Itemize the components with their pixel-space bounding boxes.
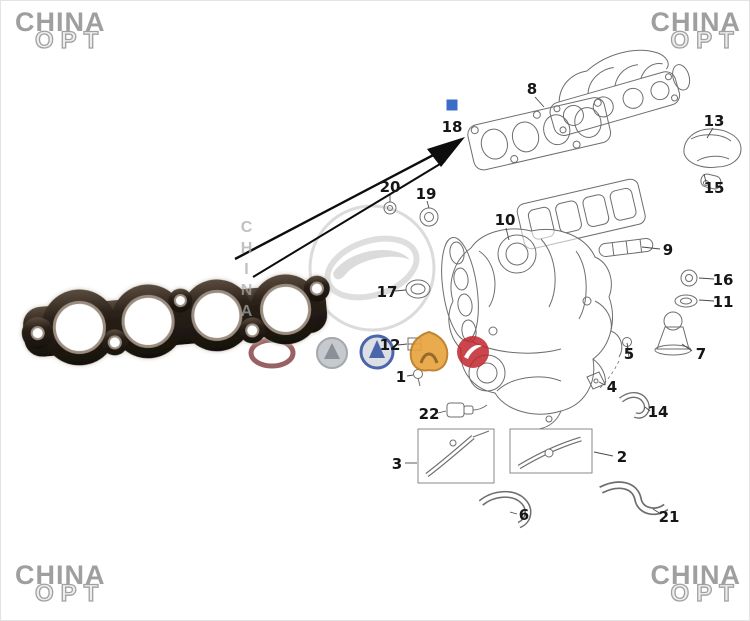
- bolt-5-drawing: [622, 337, 632, 358]
- washer-drawing: [680, 269, 698, 287]
- gasket-photo: [21, 274, 330, 366]
- watermark-vertical: CHINA: [238, 219, 255, 324]
- highlight-marker-part-18: [446, 99, 458, 111]
- seal-ring-drawing: [674, 294, 698, 308]
- part-label-21[interactable]: 21: [658, 508, 680, 526]
- watermark-bottom-left: CHINA OPT: [15, 560, 106, 607]
- watermark-line1: CHINA: [15, 7, 106, 37]
- brand-logo-red-icon: [457, 336, 489, 368]
- part-label-20[interactable]: 20: [379, 178, 401, 196]
- part-label-10[interactable]: 10: [494, 211, 516, 229]
- o-ring-17-drawing: [405, 279, 431, 299]
- leader-lines: [389, 96, 715, 515]
- intake-manifold-drawing: [441, 228, 623, 430]
- part-label-22[interactable]: 22: [418, 405, 440, 423]
- part-label-14[interactable]: 14: [647, 403, 669, 421]
- hose-6-drawing: [478, 491, 532, 529]
- part-label-5[interactable]: 5: [623, 345, 635, 363]
- watermark-bottom-right: CHINA OPT: [650, 560, 742, 607]
- cover-drawing: [683, 128, 742, 168]
- part-label-17[interactable]: 17: [376, 283, 398, 301]
- part-label-11[interactable]: 11: [712, 293, 734, 311]
- line-art: [383, 49, 742, 529]
- part-label-7[interactable]: 7: [695, 345, 707, 363]
- part-label-3[interactable]: 3: [391, 455, 403, 473]
- part-label-15[interactable]: 15: [703, 179, 725, 197]
- pipe-box-3-drawing: [417, 428, 495, 484]
- upper-shield-drawing: [516, 178, 646, 250]
- part-label-4[interactable]: 4: [606, 378, 618, 396]
- part-label-16[interactable]: 16: [712, 271, 734, 289]
- part-label-1[interactable]: 1: [395, 368, 407, 386]
- manifold-gasket-drawing: [467, 97, 612, 171]
- part-label-6[interactable]: 6: [518, 506, 530, 524]
- watermark-top-right: CHINA OPT: [650, 7, 742, 54]
- part-label-8[interactable]: 8: [526, 80, 538, 98]
- part-label-12[interactable]: 12: [379, 336, 401, 354]
- bracket-4-drawing: [586, 371, 606, 390]
- watermark-line2: OPT: [670, 580, 741, 607]
- watermark-line1: CHINA: [650, 560, 741, 590]
- vacuum-tube-drawing: [598, 238, 654, 258]
- brand-logo-blue-icon: [359, 334, 395, 370]
- part-label-9[interactable]: 9: [662, 241, 674, 259]
- brand-logo-gold-shield-icon: [409, 330, 449, 372]
- part-label-19[interactable]: 19: [415, 185, 437, 203]
- part-label-2[interactable]: 2: [616, 448, 628, 466]
- watermark-line2: OPT: [670, 27, 741, 54]
- brand-logo-gray-icon: [316, 337, 348, 369]
- part-label-13[interactable]: 13: [703, 112, 725, 130]
- watermark-line1: CHINA: [650, 7, 741, 37]
- watermark-line1: CHINA: [15, 560, 106, 590]
- part-label-18[interactable]: 18: [441, 118, 463, 136]
- hose-14-drawing: [619, 392, 650, 419]
- sensor-22-drawing: [446, 402, 488, 418]
- pipe-box-2-drawing: [509, 428, 593, 474]
- pointer-arrow: [234, 137, 465, 278]
- watermark-line2: OPT: [34, 580, 106, 607]
- exhaust-manifold-drawing: [549, 49, 691, 136]
- watermark-top-left: CHINA OPT: [15, 7, 106, 54]
- watermark-line2: OPT: [34, 27, 106, 54]
